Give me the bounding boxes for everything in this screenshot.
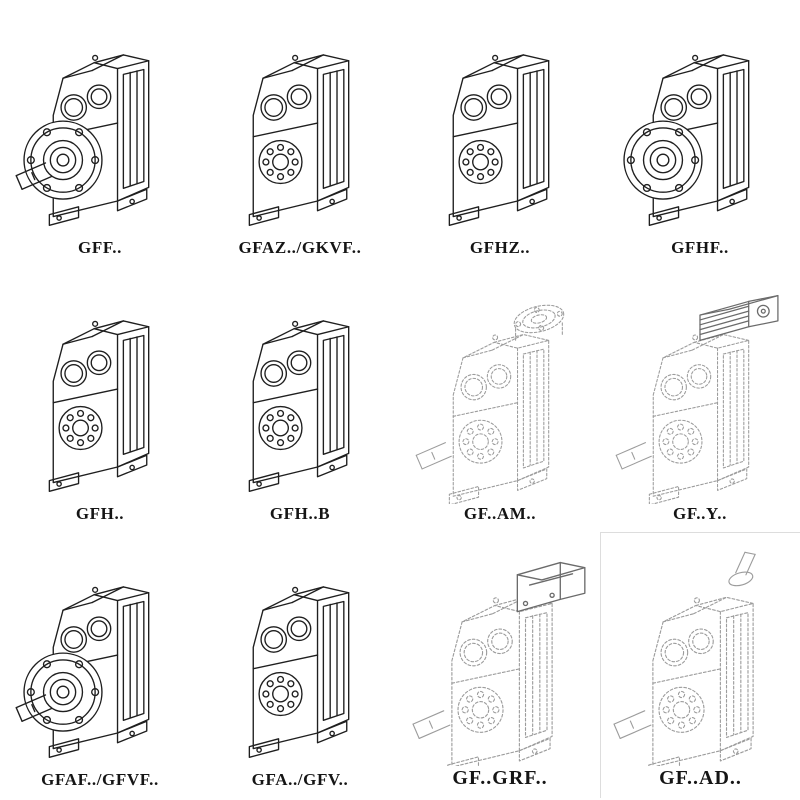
cell-gfaz-gkvf: GFAZ../GKVF..	[200, 0, 400, 266]
bearing-rings	[259, 140, 302, 183]
gearbox-drawing-input-shaft	[602, 542, 800, 766]
cell-gfh: GFH..	[0, 266, 200, 532]
inspection-circles	[460, 629, 512, 666]
bearing-rings	[59, 406, 102, 449]
model-label: GFHZ..	[469, 237, 531, 257]
model-label: GFH..B	[269, 503, 331, 523]
cell-gf-am: GF..AM..	[400, 266, 600, 532]
bearing-rings	[458, 687, 503, 732]
output-shaft	[416, 442, 451, 468]
model-label: GFH..	[75, 503, 125, 523]
model-label: GFHF..	[671, 237, 729, 257]
gearbox-drawing-hollow	[401, 14, 599, 238]
gearbox-drawing-foot-b	[201, 280, 399, 504]
gearbox-drawing-flange-shaft	[1, 14, 199, 238]
bearing-rings	[459, 140, 502, 183]
inspection-circles	[461, 364, 511, 399]
model-label: GF..AM..	[463, 503, 537, 523]
cell-gfaf-gfvf: GFAF../GFVF..	[0, 532, 200, 798]
model-label: GFA../GFV..	[251, 769, 349, 789]
bearing-rings	[259, 672, 302, 715]
gearbox-drawing-hollow	[201, 14, 399, 238]
adapter-block	[517, 563, 584, 612]
gearbox-drawing-motor-flange	[401, 280, 599, 504]
inspection-circles	[661, 364, 711, 399]
cell-gfh-b: GFH..B	[200, 266, 400, 532]
housing-outline	[448, 597, 552, 766]
bearing-rings	[459, 420, 502, 463]
bearing-rings	[659, 420, 702, 463]
housing-outline	[249, 321, 348, 491]
cell-gfhf: GFHF..	[600, 0, 800, 266]
cell-gfhz: GFHZ..	[400, 0, 600, 266]
model-label: GFAF../GFVF..	[41, 769, 159, 789]
output-flange	[24, 121, 102, 199]
cell-gf-grf: GF..GRF..	[400, 532, 600, 798]
housing-outline	[249, 55, 348, 225]
inspection-circles	[461, 85, 511, 120]
input-flange	[511, 300, 566, 340]
model-label: GFF..	[78, 237, 122, 257]
inspection-circles	[61, 617, 111, 652]
gearbox-drawing-with-motor	[601, 280, 799, 504]
bearing-rings	[259, 406, 302, 449]
gearbox-drawing-hollow	[201, 546, 399, 770]
cell-gff: GFF..	[0, 0, 200, 266]
inspection-circles	[661, 85, 711, 120]
housing-outline	[449, 55, 548, 225]
inspection-circles	[261, 351, 311, 386]
model-label: GF..GRF..	[452, 767, 548, 789]
inspection-circles	[261, 85, 311, 120]
output-shaft	[614, 711, 651, 739]
cell-gf-ad: GF..AD..	[600, 532, 800, 798]
electric-motor	[700, 295, 778, 340]
model-label: GF..AD..	[659, 767, 742, 789]
cell-gfa-gfv: GFA../GFV..	[200, 532, 400, 798]
inspection-circles	[61, 85, 111, 120]
output-flange	[624, 121, 702, 199]
input-shaft	[727, 552, 755, 588]
gearbox-drawing-gear-adapter	[401, 542, 599, 766]
model-label: GF..Y..	[673, 503, 727, 523]
housing-outline	[449, 334, 548, 503]
gearbox-drawing-flange-shaft	[1, 546, 199, 770]
inspection-circles	[261, 617, 311, 652]
output-flange	[24, 653, 102, 731]
housing-outline	[49, 321, 148, 491]
gearbox-drawing-foot	[1, 280, 199, 504]
bearing-rings	[659, 687, 704, 732]
inspection-circles	[661, 629, 713, 666]
output-shaft	[616, 442, 651, 468]
housing-outline	[249, 587, 348, 757]
inspection-circles	[61, 351, 111, 386]
cell-gf-y: GF..Y..	[600, 266, 800, 532]
housing-outline	[648, 597, 752, 766]
gearbox-drawing-flange	[601, 14, 799, 238]
output-shaft	[413, 711, 450, 739]
model-label: GFAZ../GKVF..	[238, 237, 362, 257]
housing-outline	[649, 334, 748, 503]
